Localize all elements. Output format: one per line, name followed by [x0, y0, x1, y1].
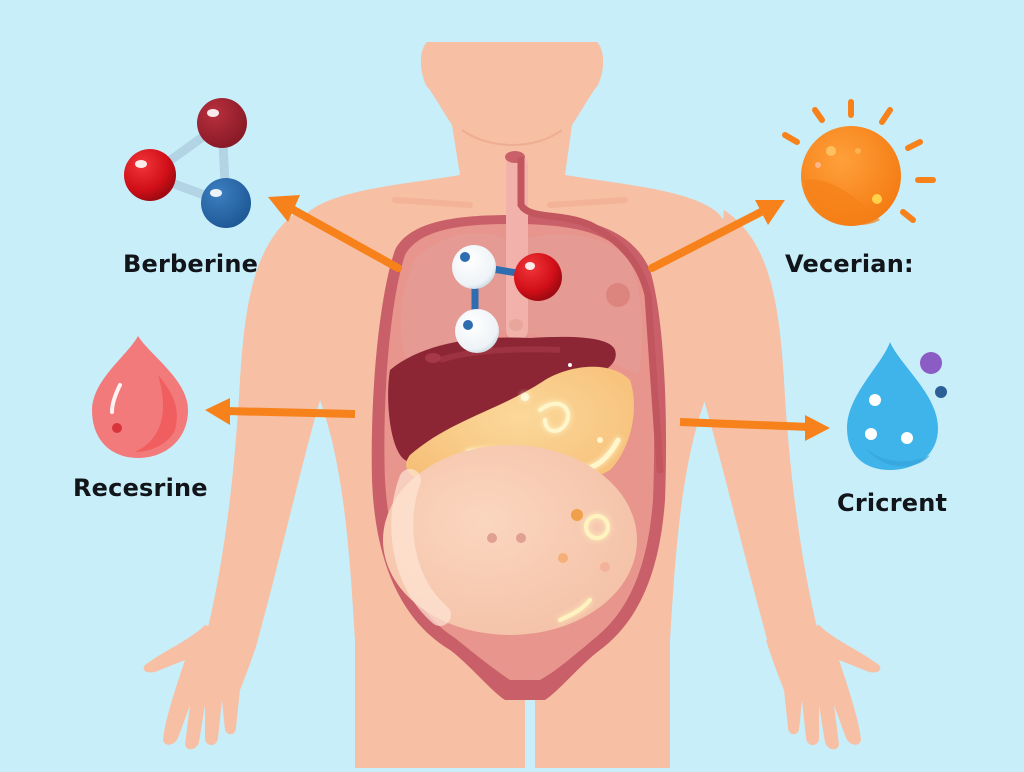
- sun-icon: [782, 99, 936, 226]
- molecule-icon: [124, 98, 251, 228]
- intestines: [383, 445, 637, 635]
- center-molecule-icon: [452, 245, 562, 353]
- left-hand: [143, 625, 258, 750]
- right-hand: [766, 625, 881, 750]
- callout-label-mid-left: Recesrine: [73, 474, 208, 502]
- arrow-top-left: [268, 195, 402, 272]
- arrow-top-right: [648, 200, 785, 272]
- arrow-mid-left: [205, 398, 356, 425]
- callout-label-top-left: Berberine: [123, 250, 259, 278]
- organ-cavity: [371, 151, 667, 700]
- callout-label-top-right: Vecerian:: [785, 250, 914, 278]
- arrow-mid-right: [679, 415, 830, 441]
- water-drop-icon: [847, 342, 947, 470]
- blood-drop-icon: [92, 336, 188, 458]
- callout-label-mid-right: Cricrent: [837, 489, 948, 517]
